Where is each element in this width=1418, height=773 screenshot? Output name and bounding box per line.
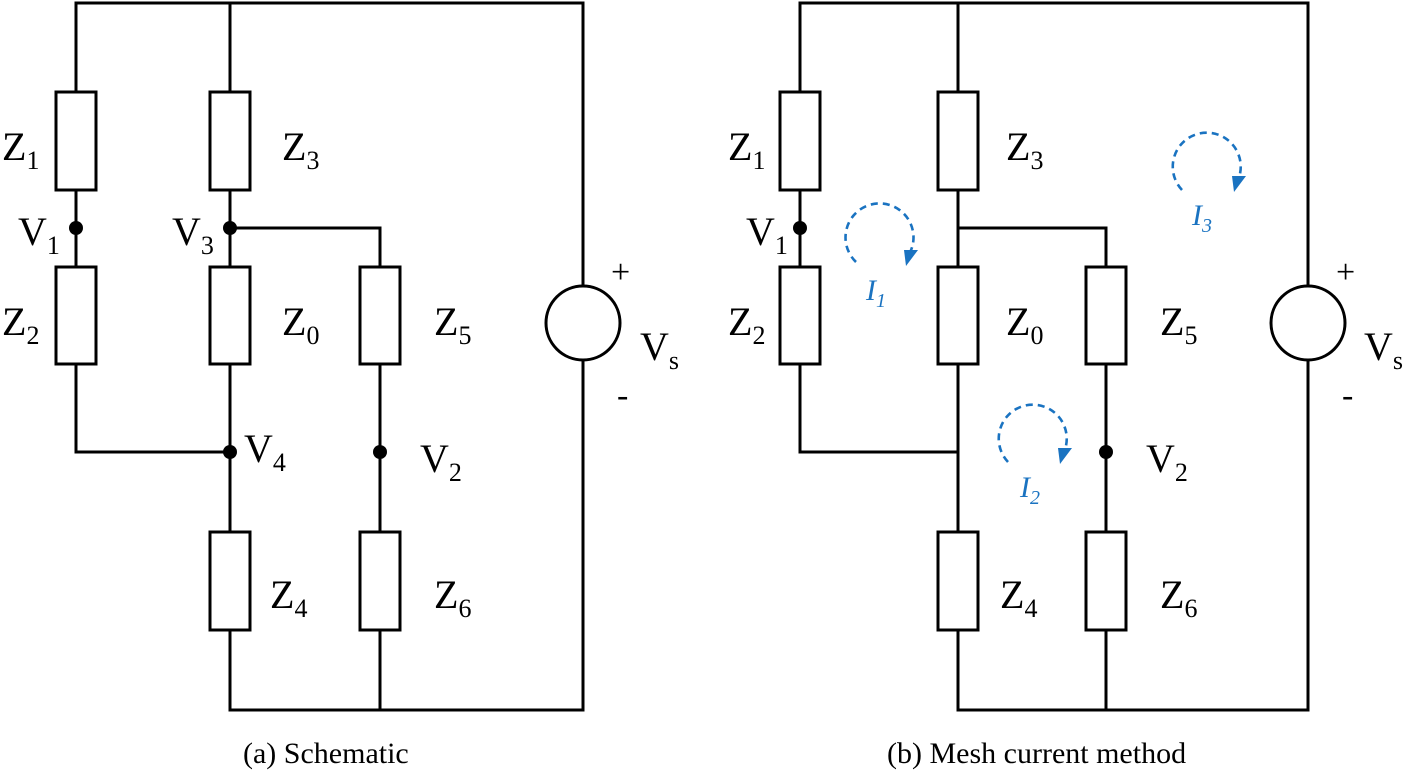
panel-b-z6-resistor [1084,530,1128,632]
panel-b-z4-resistor [936,530,980,632]
panel-b-z3-label: Z3 [1006,124,1043,175]
panel-a-z6-resistor [358,530,402,632]
panel-b-z1-resistor [778,90,822,192]
panel-a-z1-label: Z1 [2,124,39,175]
panel-a-z0-label: Z0 [282,299,319,350]
panel-b-mesh-i3 [1171,131,1246,192]
panel-a-z1-resistor [54,90,98,192]
panel-a-source-plus: + [611,254,630,291]
panel-a-source-label: Vs [640,324,679,375]
panel-a-voltage-source [544,284,622,362]
panel-a-schematic: Z1 Z2 Z3 Z0 Z5 Z4 Z6 V1 V3 V4 V2 Vs + - … [2,1,679,770]
panel-b-i2-label: I2 [1019,471,1040,509]
panel-a-caption: (a) Schematic [243,737,409,770]
panel-b-node-v1 [793,221,807,235]
panel-b-z6-label: Z6 [1160,572,1197,623]
panel-b-node-v2 [1099,445,1113,459]
panel-b-i3-label: I3 [1191,199,1212,237]
panel-b-v2-label: V2 [1146,436,1188,487]
panel-b-i1-label: I1 [865,274,886,312]
panel-a-node-v1 [69,221,83,235]
panel-a-z5-resistor [358,265,402,366]
panel-b-mesh-i1 [844,202,918,266]
panel-a-z4-label: Z4 [270,572,307,623]
panel-b-z5-resistor [1084,265,1128,366]
panel-a-source-minus: - [617,377,628,414]
panel-b-mesh-current: Z1 Z2 Z3 Z0 Z5 Z4 Z6 V1 V2 I1 I2 I3 Vs +… [728,1,1403,770]
panel-b-voltage-source [1269,284,1347,362]
panel-b-source-label: Vs [1364,324,1403,375]
panel-b-z2-resistor [778,265,822,366]
panel-a-v1-label: V1 [18,209,60,260]
panel-a-node-v3 [223,221,237,235]
panel-b-mesh-i2 [997,403,1072,464]
panel-a-v4-label: V4 [244,426,286,477]
panel-a-z2-resistor [54,265,98,366]
panel-b-source-plus: + [1336,254,1355,291]
panel-a-z0-resistor [208,265,252,366]
panel-b-z3-resistor [936,90,980,192]
panel-a-z4-resistor [208,530,252,632]
panel-a-v2-label: V2 [420,436,462,487]
panel-a-z6-label: Z6 [434,572,471,623]
panel-b-source-minus: - [1342,377,1353,414]
panel-b-z2-label: Z2 [728,299,765,350]
panel-a-v3-label: V3 [172,209,214,260]
panel-a-node-v2 [373,445,387,459]
panel-b-z0-label: Z0 [1006,299,1043,350]
panel-b-wires [798,1,1310,712]
panel-b-z0-resistor [936,265,980,366]
panel-a-z3-label: Z3 [282,124,319,175]
panel-b-caption: (b) Mesh current method [887,737,1186,770]
panel-a-wires [74,1,585,712]
panel-a-z5-label: Z5 [434,299,471,350]
panel-b-z1-label: Z1 [728,124,765,175]
panel-a-z3-resistor [208,90,252,192]
panel-a-z2-label: Z2 [2,299,39,350]
panel-b-v1-label: V1 [746,209,788,260]
panel-b-z5-label: Z5 [1160,299,1197,350]
panel-b-z4-label: Z4 [1000,572,1037,623]
panel-a-node-v4 [223,445,237,459]
